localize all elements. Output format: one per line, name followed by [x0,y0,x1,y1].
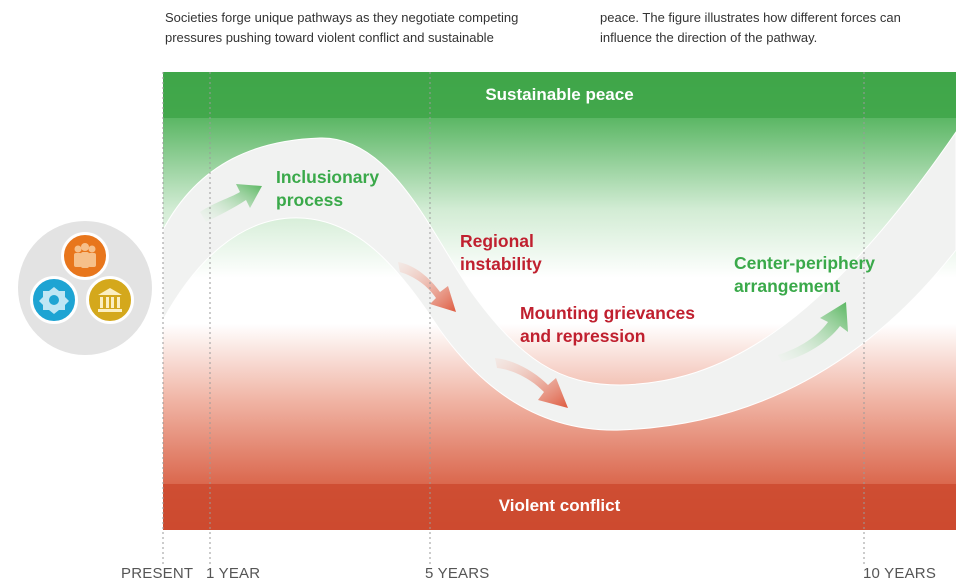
tick-present: PRESENT [121,565,194,582]
inclusionary-process-label: Inclusionary process [276,167,380,210]
sustainable-peace-label: Sustainable peace [485,85,634,104]
forces-icon-cluster [18,221,152,355]
center-periphery-arrow [778,302,848,362]
intro-text-left: Societies forge unique pathways as they … [165,10,519,45]
gear-icon [30,276,78,324]
center-periphery-label: Center-periphery arrangement [734,253,876,296]
inclusionary-arrow [200,184,262,222]
tick-5-years: 5 YEARS [425,565,490,582]
violent-conflict-label: Violent conflict [498,496,621,515]
mounting-arrow [495,358,568,408]
conflict-band [163,484,956,530]
mounting-grievances-label: Mounting grievances and repression [520,303,696,346]
intro-text-right: peace. The figure illustrates how differ… [600,10,901,45]
pathway-ribbon [162,131,956,431]
tick-10-years: 10 YEARS [863,565,937,582]
peace-band [163,72,956,118]
regional-instability-label: Regional instability [460,231,542,274]
tick-1-year: 1 YEAR [206,565,261,582]
government-building-icon [86,276,134,324]
people-icon [61,232,109,280]
regional-arrow [398,262,456,312]
